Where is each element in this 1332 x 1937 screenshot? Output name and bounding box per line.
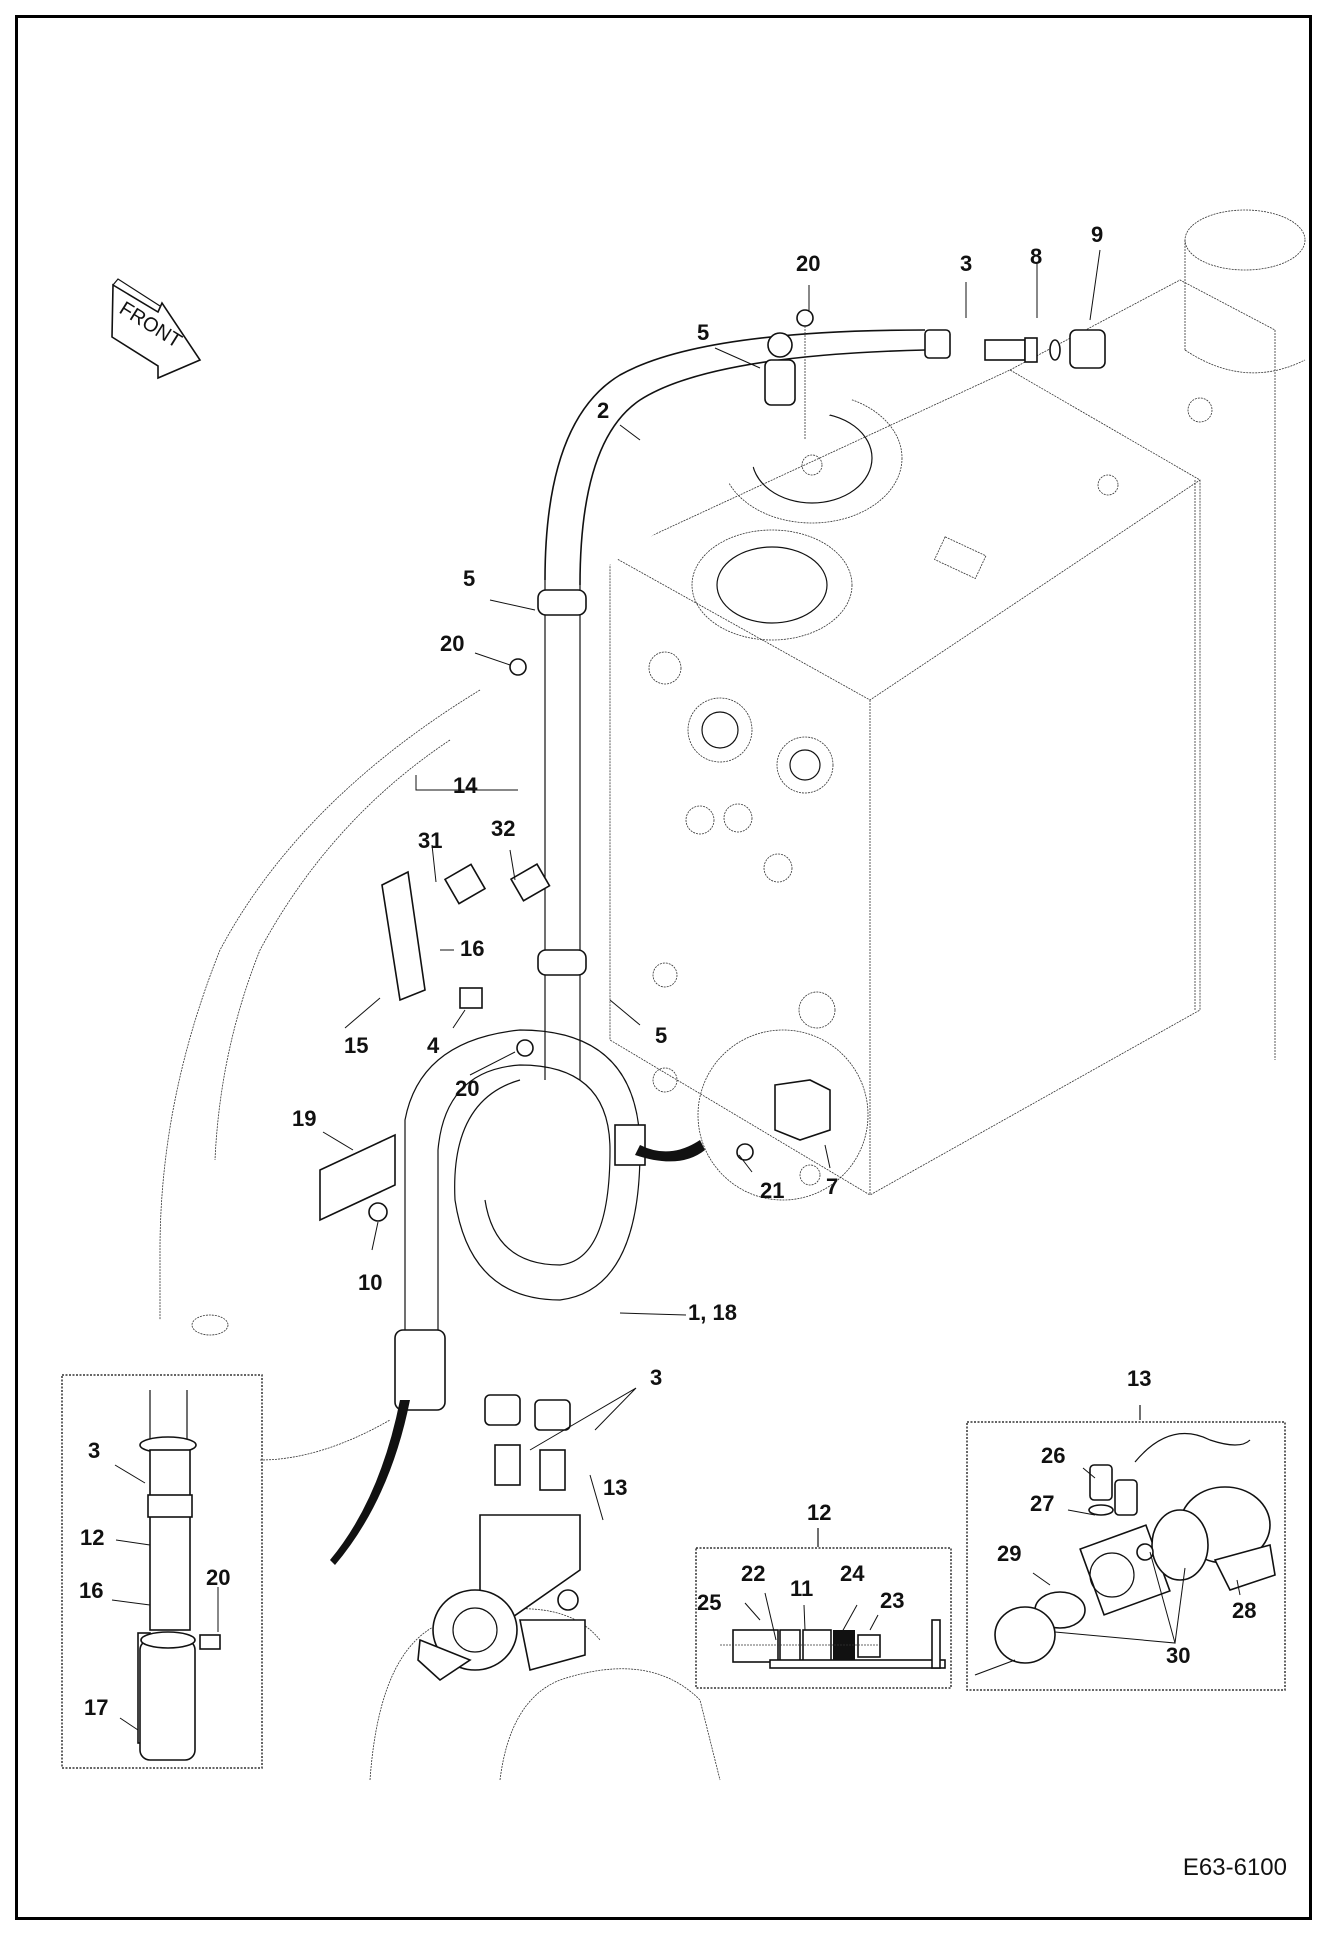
- callout-16: 16: [460, 936, 485, 961]
- fuel-pump: [417, 1394, 586, 1682]
- callout-23: 23: [880, 1588, 905, 1613]
- callout-21: 21: [760, 1178, 785, 1203]
- callout-8: 8: [1030, 244, 1043, 269]
- callout-32: 32: [491, 816, 516, 841]
- pump-exploded: [974, 1432, 1276, 1676]
- callout-29: 29: [997, 1541, 1022, 1566]
- detail-circle: [697, 1029, 869, 1201]
- shadow-accent: [635, 1140, 705, 1162]
- callout-11: 11: [790, 1576, 814, 1601]
- drawing-id: E63-6100: [1182, 1854, 1287, 1881]
- callout-3: 3: [88, 1438, 101, 1463]
- callout-17: 17: [84, 1695, 109, 1720]
- callout-20: 20: [206, 1565, 231, 1590]
- callout-13: 13: [603, 1475, 628, 1500]
- drawing-frame: [15, 15, 1312, 1920]
- callout-26: 26: [1041, 1443, 1066, 1468]
- callout-19: 19: [292, 1106, 317, 1131]
- callout-5: 5: [655, 1023, 668, 1048]
- callout-4: 4: [427, 1033, 440, 1058]
- callout-22: 22: [741, 1561, 766, 1586]
- inset-filter-detail: [61, 1374, 263, 1769]
- clip-detail: [736, 1079, 831, 1161]
- callout-10: 10: [358, 1270, 383, 1295]
- hose-clamp: [537, 359, 796, 976]
- front-arrow-icon: FRONT: [111, 278, 202, 380]
- callout-15: 15: [344, 1033, 369, 1058]
- valve-detail: [720, 1619, 946, 1669]
- shadow-accent: [330, 1400, 410, 1565]
- leader-lines: [111, 249, 1241, 1731]
- elbow-fitting: [924, 329, 1106, 369]
- callout-12: 12: [80, 1525, 105, 1550]
- inset-pump-detail: [966, 1421, 1286, 1691]
- inset-valve-detail: [695, 1547, 952, 1689]
- callout-3: 3: [650, 1365, 663, 1390]
- callout-5: 5: [463, 566, 476, 591]
- callout-3: 3: [960, 251, 973, 276]
- callout-1-18: 1, 18: [688, 1300, 737, 1325]
- callout-7: 7: [826, 1174, 839, 1199]
- callout-25: 25: [697, 1590, 722, 1615]
- callout-12: 12: [807, 1500, 832, 1525]
- callout-5: 5: [697, 320, 710, 345]
- callout-24: 24: [840, 1561, 865, 1586]
- pressure-switch-assembly: [381, 863, 551, 1009]
- filter-detail: [137, 1390, 221, 1761]
- callout-14: 14: [453, 773, 478, 798]
- bolt-icon: [509, 309, 814, 1057]
- callout-9: 9: [1091, 222, 1104, 247]
- return-hose: [544, 329, 926, 1080]
- coiled-hose: [394, 1029, 646, 1411]
- callout-20: 20: [455, 1076, 480, 1101]
- callout-13: 13: [1127, 1366, 1152, 1391]
- mounting-bracket: [319, 1133, 396, 1222]
- callout-20: 20: [440, 631, 465, 656]
- callout-16: 16: [79, 1578, 104, 1603]
- callout-2: 2: [597, 398, 610, 423]
- callout-28: 28: [1232, 1598, 1257, 1623]
- callout-31: 31: [418, 828, 443, 853]
- callout-20: 20: [796, 251, 821, 276]
- callout-30: 30: [1166, 1643, 1191, 1668]
- callout-27: 27: [1030, 1491, 1055, 1516]
